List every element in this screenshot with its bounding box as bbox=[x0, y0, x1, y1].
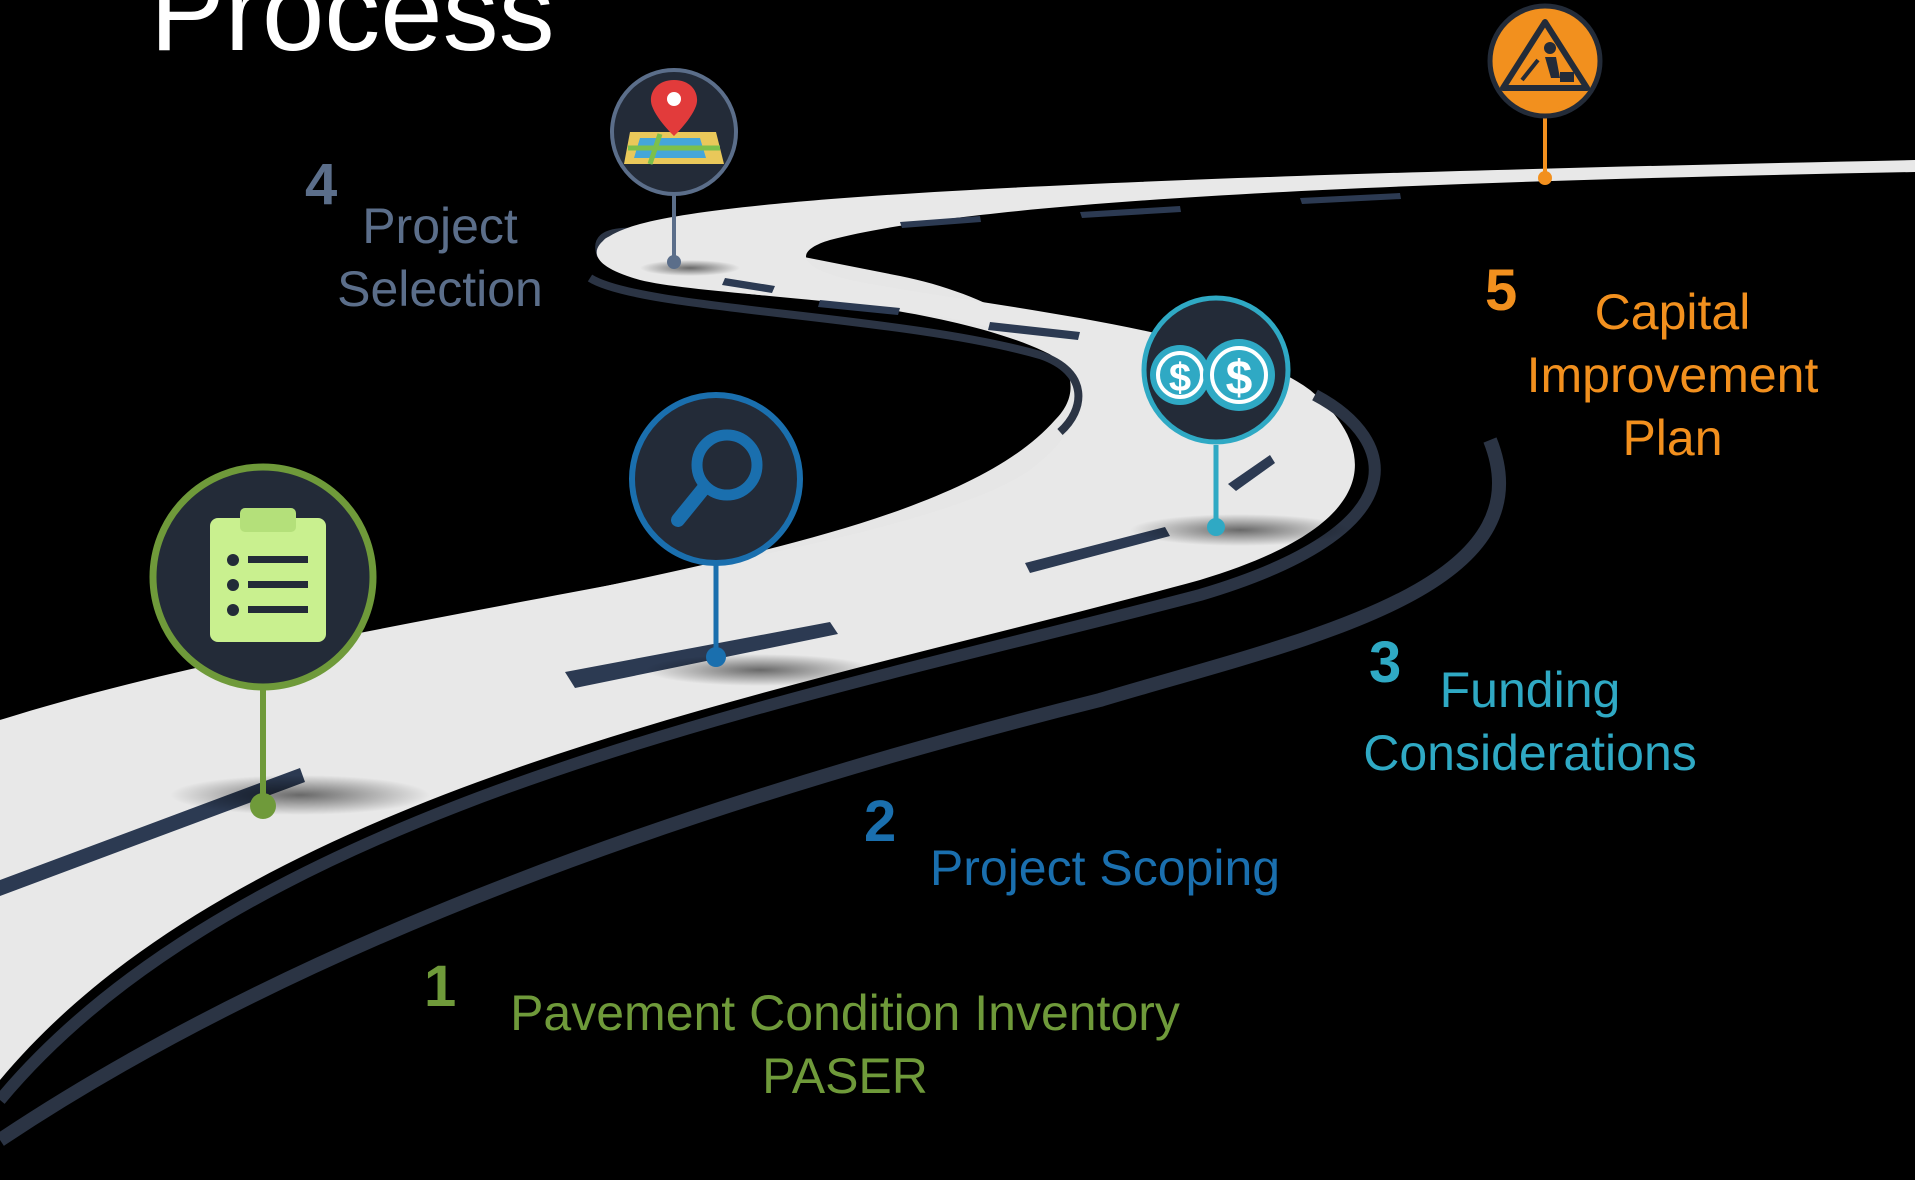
svg-text:$: $ bbox=[1169, 356, 1191, 400]
pin-step-5 bbox=[1487, 3, 1603, 185]
step-3-number: 3 bbox=[1369, 630, 1402, 695]
road-edge-bottom bbox=[0, 437, 1506, 1146]
step-5-number: 5 bbox=[1485, 258, 1518, 323]
svg-text:$: $ bbox=[1226, 352, 1253, 405]
pin-step-2 bbox=[629, 392, 803, 667]
map-pin-icon bbox=[624, 80, 724, 165]
clipboard-checklist-icon bbox=[210, 508, 326, 642]
pin-step-4 bbox=[610, 68, 738, 269]
step-5-label: Capital Improvement Plan bbox=[1500, 281, 1845, 470]
step-5-label-line-1: Capital bbox=[1594, 284, 1751, 340]
page-title: Process bbox=[150, 0, 555, 74]
road-edge-inner bbox=[587, 274, 1083, 436]
step-4-label-line-2: Selection bbox=[337, 261, 543, 317]
step-1-label-line-2: PASER bbox=[762, 1048, 928, 1104]
step-5-label-line-3: Plan bbox=[1622, 410, 1723, 466]
magnifying-glass-icon bbox=[671, 429, 763, 527]
pin-step-3: $ $ bbox=[1141, 295, 1291, 536]
step-5-label-line-2: Improvement bbox=[1526, 347, 1819, 403]
road-edge-outer bbox=[0, 389, 1381, 1104]
step-1-label-line-1: Pavement Condition Inventory bbox=[510, 985, 1180, 1041]
step-4-number: 4 bbox=[305, 152, 338, 217]
step-4-label-line-1: Project bbox=[362, 198, 518, 254]
step-1-number: 1 bbox=[424, 954, 457, 1019]
step-1-label: Pavement Condition Inventory PASER bbox=[470, 982, 1220, 1108]
road-work-sign-icon bbox=[1500, 19, 1590, 91]
step-3-label-line-1: Funding bbox=[1439, 662, 1621, 718]
pin-step-1 bbox=[149, 463, 377, 819]
dollar-coins-icon: $ $ bbox=[1150, 339, 1275, 411]
step-2-label-line-1: Project Scoping bbox=[929, 840, 1281, 896]
step-3-label: Funding Considerations bbox=[1340, 659, 1720, 785]
step-2-number: 2 bbox=[864, 789, 897, 854]
step-4-label: Project Selection bbox=[315, 195, 565, 321]
step-3-label-line-2: Considerations bbox=[1363, 725, 1697, 781]
step-2-label: Project Scoping bbox=[915, 837, 1295, 900]
road-main bbox=[0, 160, 1915, 1080]
